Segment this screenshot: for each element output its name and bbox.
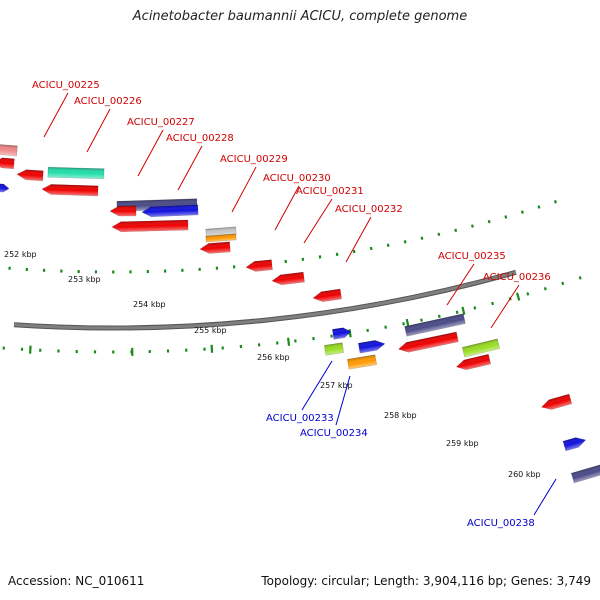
gene-label-reverse[interactable]: ACICU_00234 [300,428,368,439]
cds-forward-9[interactable] [455,353,492,372]
gene-label-forward[interactable]: ACICU_00227 [127,117,195,128]
tick-mark [402,322,405,326]
gene-label-forward[interactable]: ACICU_00235 [438,251,506,262]
tick-mark [578,276,582,280]
kbp-tick-label: 253 kbp [68,275,101,284]
kbp-tick-label: 258 kbp [384,411,417,420]
leader-line [533,478,557,516]
cds-acicu-00233[interactable] [324,342,344,356]
leader-line [231,166,257,213]
kbp-tick-label: 252 kbp [4,250,37,259]
cds-forward-1[interactable] [41,184,99,197]
cds-forward-7[interactable] [312,288,342,303]
cds-reverse-edge[interactable] [0,183,10,193]
gene-label-forward[interactable]: ACICU_00232 [335,204,403,215]
cds-acicu-00235[interactable] [404,313,466,337]
cds-acicu-00226[interactable] [47,166,105,180]
leader-line [303,198,333,244]
tick-mark [352,249,356,254]
leader-line [301,360,333,411]
cds-forward-2[interactable] [111,219,189,233]
major-tick-mark [287,337,291,346]
gene-label-forward[interactable]: ACICU_00230 [263,173,331,184]
tick-mark [366,328,369,333]
kbp-tick-label: 256 kbp [257,353,290,362]
major-tick-mark [461,306,466,315]
cds-acicu-00225[interactable] [0,143,18,157]
gene-label-forward[interactable]: ACICU_00229 [220,154,288,165]
tick-mark [403,240,407,244]
tick-mark [384,325,387,329]
kbp-tick-label: 257 kbp [320,381,353,390]
cds-forward-edge[interactable] [0,157,15,170]
cds-acicu-00229-b[interactable] [205,233,237,243]
map-title: Acinetobacter baumannii ACICU, complete … [132,9,468,24]
cds-reverse-3[interactable] [562,435,587,452]
tick-mark [420,318,423,322]
major-tick-mark [210,344,214,353]
leader-line [43,92,69,138]
tick-mark [471,224,474,228]
tick-mark [491,301,495,306]
kbp-tick-label: 255 kbp [194,326,227,335]
tick-mark [504,215,508,219]
tick-mark [454,228,458,233]
major-tick-mark [516,292,521,301]
tick-mark [420,236,424,240]
tick-mark [455,310,459,314]
gene-label-forward[interactable]: ACICU_00231 [296,186,364,197]
major-tick-mark [348,329,352,338]
cds-forward-5[interactable] [245,259,273,273]
gene-label-forward[interactable]: ACICU_00226 [74,96,142,107]
cds-forward-10[interactable] [540,393,573,412]
cds-forward-0[interactable] [16,169,44,182]
cds-forward-4[interactable] [199,241,231,254]
inner-tick-track [8,200,557,274]
kbp-tick-label: 254 kbp [133,300,166,309]
genome-backbone [13,270,517,330]
leader-line [335,375,351,426]
leader-line [86,108,111,153]
leader-line [274,185,300,231]
leader-line [446,263,475,306]
cds-forward-6[interactable] [271,271,305,286]
tick-mark [473,306,477,310]
tick-mark [487,219,491,224]
gene-label-reverse[interactable]: ACICU_00233 [266,413,334,424]
major-tick-mark [405,318,410,328]
leader-line [137,129,164,177]
cds-reverse-1[interactable] [332,327,352,340]
leader-line [490,284,520,329]
gene-label-reverse[interactable]: ACICU_00238 [467,518,535,529]
cds-acicu-00228[interactable] [141,204,199,218]
tick-mark [537,205,541,209]
tick-mark [386,243,390,247]
leader-line [345,216,372,263]
tick-mark [369,246,373,251]
gene-label-forward[interactable]: ACICU_00228 [166,133,234,144]
cds-forward-8[interactable] [398,331,459,354]
kbp-tick-label: 259 kbp [446,439,479,448]
gene-label-forward[interactable]: ACICU_00225 [32,80,100,91]
cds-reverse-2[interactable] [357,339,386,354]
tick-mark [543,286,547,291]
accession-text: Accession: NC_010611 [8,574,145,588]
tick-mark [553,200,557,204]
tick-mark [561,281,565,286]
tick-mark [437,232,441,237]
cds-forward-3[interactable] [109,205,137,217]
cds-acicu-00234[interactable] [347,354,377,370]
tick-mark [526,292,530,296]
cds-acicu-00238-outer[interactable] [570,462,600,484]
tick-mark [520,210,524,214]
gene-label-forward[interactable]: ACICU_00236 [483,272,551,283]
tick-mark [437,314,441,318]
topology-text: Topology: circular; Length: 3,904,116 bp… [261,574,591,588]
cds-acicu-00236[interactable] [461,338,501,358]
leader-line [177,145,203,191]
kbp-tick-label: 260 kbp [508,470,541,479]
